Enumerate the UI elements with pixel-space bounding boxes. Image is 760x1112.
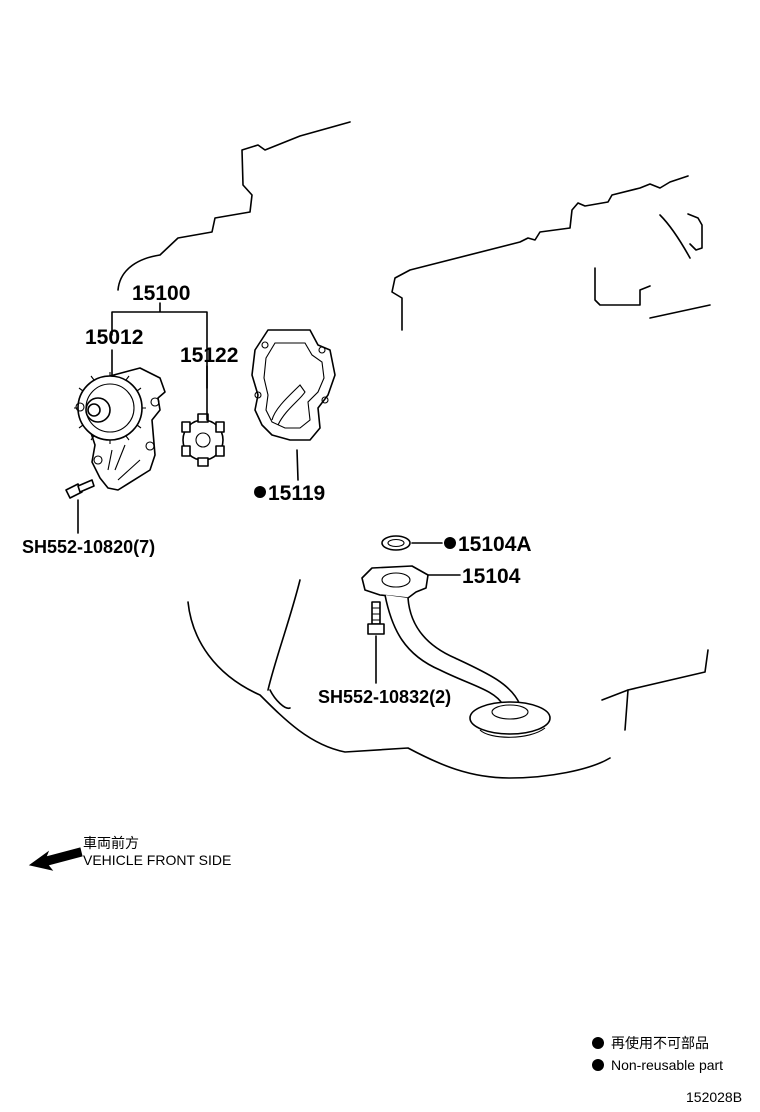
legend-label-en: Non-reusable part xyxy=(611,1057,723,1073)
front-direction-indicator: 車両前方 VEHICLE FRONT SIDE xyxy=(28,835,231,871)
legend-dot-icon xyxy=(592,1037,604,1049)
legend: 再使用不可部品 Non-reusable part xyxy=(592,1035,723,1073)
direction-label-jp: 車両前方 xyxy=(83,835,139,852)
bolt-10832-illustration xyxy=(367,601,385,635)
label-15104A: 15104A xyxy=(458,533,532,556)
label-bolt-10820: SH552-10820(7) xyxy=(22,537,155,557)
label-15122: 15122 xyxy=(180,344,238,367)
label-15104: 15104 xyxy=(462,565,521,588)
pump-gasket-illustration xyxy=(251,329,336,441)
oil-pan-outline xyxy=(187,579,709,779)
leader-lines xyxy=(77,302,461,684)
front-arrow-icon xyxy=(28,847,83,871)
engine-block-outline xyxy=(117,121,711,331)
rotor-gear-illustration xyxy=(181,413,225,467)
oil-pump-assembly-illustration xyxy=(74,367,166,491)
o-ring-illustration xyxy=(381,535,411,551)
label-15100: 15100 xyxy=(132,282,190,305)
label-15119: 15119 xyxy=(268,482,325,505)
non-reusable-dot-15119 xyxy=(254,486,266,498)
direction-label-en: VEHICLE FRONT SIDE xyxy=(83,852,231,868)
oil-strainer-illustration xyxy=(361,565,551,738)
diagram-code: 152028B xyxy=(686,1089,742,1105)
label-bolt-10832: SH552-10832(2) xyxy=(318,687,451,707)
legend-dot-icon-en xyxy=(592,1059,604,1071)
legend-label-jp: 再使用不可部品 xyxy=(611,1035,709,1052)
bolt-10820-illustration xyxy=(65,479,95,499)
label-15012: 15012 xyxy=(85,326,143,349)
non-reusable-dot-15104A xyxy=(444,537,456,549)
